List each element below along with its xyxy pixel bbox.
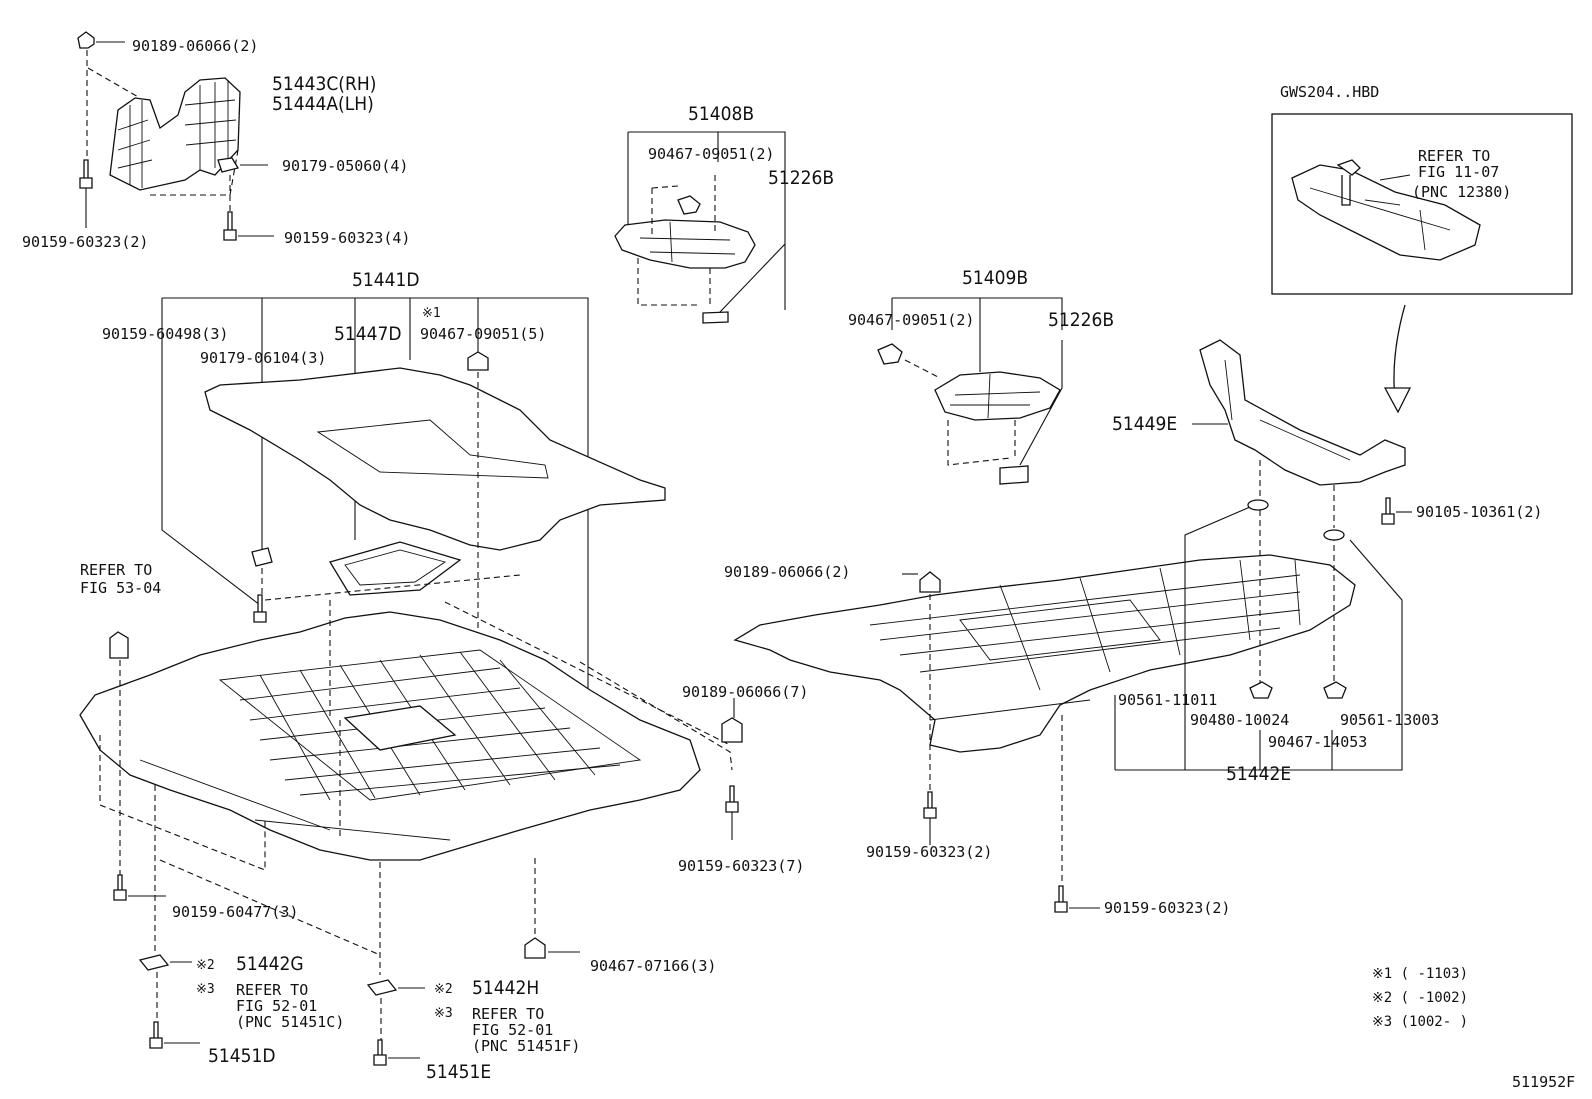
- reference-note: FIG 11-07: [1418, 163, 1500, 181]
- reference-note: REFER TO: [80, 561, 153, 579]
- part-label: 90189-06066(7): [682, 683, 809, 701]
- note-marker: ※2: [434, 982, 453, 997]
- clip-icon: [524, 937, 580, 959]
- part-label: 51451E: [426, 1061, 492, 1083]
- part-label: 51226B: [768, 167, 835, 189]
- reference-note: FIG 52-01: [472, 1021, 554, 1039]
- reference-note: FIG 52-01: [236, 997, 318, 1015]
- part-label: 51443C(RH): [272, 73, 377, 95]
- part-label: 90159-60498(3): [102, 325, 229, 343]
- part-label: 90159-60323(2): [1104, 899, 1231, 917]
- part-label: 90159-60477(3): [172, 903, 299, 921]
- floor-under-cover: [733, 554, 1356, 753]
- part-label: 51226B: [1048, 309, 1115, 331]
- bolt-icon: [1054, 715, 1100, 913]
- engine-under-cover: [79, 611, 701, 861]
- bracket-51408b: [614, 131, 786, 324]
- reference-note: (PNC 12380): [1412, 183, 1512, 201]
- nut-clip-icon: [138, 954, 192, 1020]
- bolt-icon: [253, 594, 267, 623]
- part-label: 90179-06104(3): [200, 349, 327, 367]
- reference-note: REFER TO: [472, 1005, 545, 1023]
- bolt-icon: [223, 211, 274, 241]
- bolt-icon: [923, 791, 937, 845]
- nut-clip-icon: [217, 157, 268, 215]
- legend-note: ※3 (1002- ): [1372, 1014, 1469, 1030]
- reference-note: FIG 53-04: [80, 579, 162, 597]
- nut-clip-icon: [251, 547, 273, 600]
- nut-clip-icon: [366, 979, 425, 1040]
- legend-note: ※1 ( -1103): [1372, 966, 1469, 982]
- arrow-down-icon: [1383, 304, 1412, 414]
- bolt-icon: [1381, 497, 1412, 525]
- part-label: 90467-09051(2): [648, 145, 775, 163]
- side-cover-bracket: [87, 67, 241, 196]
- part-label: 90105-10361(2): [1416, 503, 1543, 521]
- clip-icon: [902, 571, 941, 805]
- upper-seal-plate: [204, 367, 666, 551]
- note-marker: ※2: [196, 958, 215, 973]
- part-label: 51451D: [208, 1045, 276, 1067]
- bolt-icon: [113, 874, 166, 901]
- part-label: 90480-10024: [1190, 711, 1290, 729]
- note-marker: ※1: [422, 306, 441, 321]
- bracket-51409b: [877, 297, 1063, 485]
- part-label: 90561-11011: [1118, 691, 1218, 709]
- figure-code: 511952F: [1512, 1073, 1576, 1091]
- part-label: 90189-06066(2): [724, 563, 851, 581]
- part-label: 90561-13003: [1340, 711, 1440, 729]
- part-label: 90467-09051(2): [848, 311, 975, 329]
- bolt-icon: [79, 159, 93, 228]
- clip-icon: [109, 631, 129, 659]
- clip-icon: [77, 31, 125, 160]
- leader-51442e: [1114, 506, 1403, 771]
- part-label: 51441D: [352, 269, 420, 291]
- part-label: 51442G: [236, 953, 304, 975]
- inset-box: [1271, 113, 1573, 295]
- part-label: 90159-60323(4): [284, 229, 411, 247]
- part-label: 90159-60323(2): [866, 843, 993, 861]
- part-label: 51447D: [334, 323, 402, 345]
- member-51449e: [1192, 339, 1406, 528]
- grommet-icon: [1247, 499, 1345, 541]
- part-label: 90467-07166(3): [590, 957, 717, 975]
- clip-icon: [721, 698, 743, 743]
- note-marker: ※3: [196, 982, 215, 997]
- part-label: 90467-14053: [1268, 733, 1368, 751]
- part-label: 90159-60323(7): [678, 857, 805, 875]
- reference-note: (PNC 51451F): [472, 1037, 581, 1055]
- part-label: 51444A(LH): [272, 93, 374, 115]
- clip-icon: [1249, 681, 1347, 699]
- part-label: 51442E: [1226, 763, 1292, 785]
- bolt-icon: [149, 1021, 200, 1049]
- part-label: 51442H: [472, 977, 540, 999]
- part-label: 51408B: [688, 103, 755, 125]
- legend-note: ※2 ( -1002): [1372, 990, 1469, 1006]
- part-label: 90179-05060(4): [282, 157, 409, 175]
- reference-note: (PNC 51451C): [236, 1013, 345, 1031]
- model-code: GWS204..HBD: [1280, 83, 1380, 101]
- note-marker: ※3: [434, 1006, 453, 1021]
- bracket-51447d: [329, 541, 462, 596]
- part-label: 90159-60323(2): [22, 233, 149, 251]
- bolt-icon: [373, 1039, 420, 1066]
- part-label: 51409B: [962, 267, 1029, 289]
- reference-note: REFER TO: [236, 981, 309, 999]
- part-label: 90467-09051(5): [420, 325, 547, 343]
- part-label: 90189-06066(2): [132, 37, 259, 55]
- dashed-outline: [99, 574, 733, 975]
- part-label: 51449E: [1112, 413, 1178, 435]
- reference-note: REFER TO: [1418, 147, 1491, 165]
- bolt-icon: [725, 785, 739, 840]
